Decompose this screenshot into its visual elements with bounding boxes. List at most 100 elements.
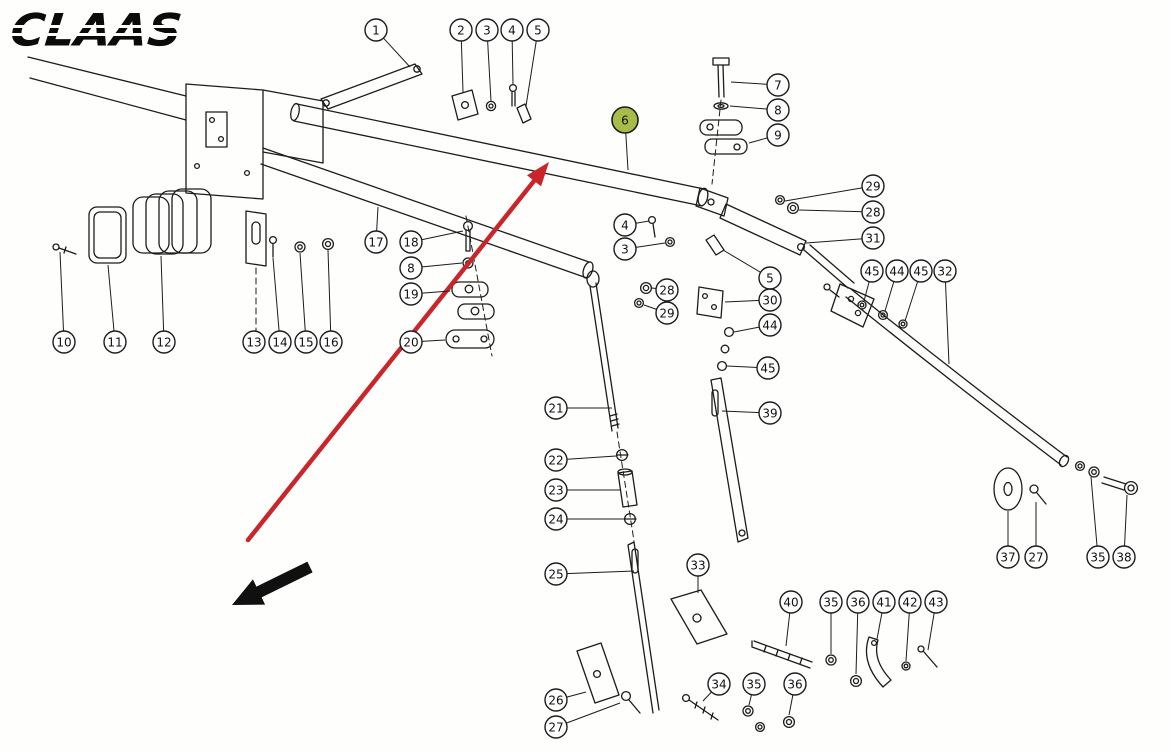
part-callout-14[interactable]: 14	[268, 257, 292, 354]
part-callout-11[interactable]: 11	[103, 264, 127, 354]
callout-number: 1	[372, 23, 380, 37]
callout-number: 28	[865, 205, 880, 219]
part-callout-4[interactable]: 4	[613, 213, 650, 237]
bottom-fasteners	[681, 693, 796, 733]
part-callout-28[interactable]: 28	[651, 278, 679, 302]
machine-line-art	[27, 56, 1139, 733]
callout-number: 27	[548, 720, 563, 734]
part-callout-45[interactable]: 45	[726, 356, 780, 380]
part-callout-1[interactable]: 1	[364, 18, 411, 68]
callout-circle	[872, 590, 896, 614]
part-callout-5[interactable]: 5	[525, 18, 550, 107]
callout-number: 35	[1090, 550, 1105, 564]
part-callout-25[interactable]: 25	[544, 562, 635, 586]
logo-stripe	[8, 25, 194, 28]
part-callout-2[interactable]: 2	[449, 18, 473, 93]
part-callout-45[interactable]: 45	[904, 259, 933, 322]
part-callout-30[interactable]: 30	[724, 288, 782, 312]
callout-circle	[613, 237, 637, 261]
callout-circle	[544, 478, 568, 502]
part-callout-9[interactable]: 9	[748, 123, 790, 147]
callout-number: 40	[783, 595, 798, 609]
callout-number: 13	[246, 335, 261, 349]
callout-number: 12	[156, 335, 171, 349]
callout-leader-line	[855, 601, 859, 675]
part-callout-38[interactable]: 38	[1112, 494, 1136, 569]
part-callout-27[interactable]: 27	[544, 702, 621, 739]
part-callout-8[interactable]: 8	[399, 256, 463, 280]
part-callout-29[interactable]: 29	[784, 174, 885, 202]
part-callout-36[interactable]: 36	[783, 672, 807, 716]
callout-circle	[885, 259, 909, 283]
part-callout-19[interactable]: 19	[399, 282, 451, 306]
part-callout-16[interactable]: 16	[319, 249, 343, 354]
part-callout-26[interactable]: 26	[544, 688, 587, 712]
part-callout-33[interactable]: 33	[686, 553, 710, 593]
part-callout-5[interactable]: 5	[722, 249, 782, 290]
part-callout-13[interactable]: 13	[242, 329, 266, 354]
part-callout-10[interactable]: 10	[52, 251, 76, 354]
part-callout-41[interactable]: 41	[872, 590, 896, 640]
part-callout-44[interactable]: 44	[733, 313, 782, 337]
part-callout-36[interactable]: 36	[846, 590, 870, 675]
callout-leader-line	[798, 209, 874, 213]
part-callout-42[interactable]: 42	[898, 590, 922, 662]
stabilizer-rod	[823, 283, 1100, 478]
part-callout-40[interactable]: 40	[779, 590, 803, 647]
part-callout-12[interactable]: 12	[152, 255, 176, 354]
part-callout-18[interactable]: 18	[399, 230, 464, 254]
part-callout-8[interactable]: 8	[729, 98, 790, 122]
part-callout-35[interactable]: 35	[742, 672, 766, 706]
callout-circle	[544, 448, 568, 472]
part-callout-22[interactable]: 22	[544, 448, 617, 472]
part-callout-7[interactable]: 7	[730, 73, 790, 97]
part-callout-29[interactable]: 29	[643, 301, 679, 325]
part-callout-31[interactable]: 31	[805, 226, 885, 250]
callout-circle	[686, 553, 710, 577]
part-callout-45[interactable]: 45	[860, 259, 884, 302]
part-callout-23[interactable]: 23	[544, 478, 620, 502]
callout-number: 2	[457, 23, 465, 37]
part-callout-34[interactable]: 34	[702, 672, 731, 702]
callout-number: 34	[711, 677, 726, 691]
callout-circle	[707, 672, 731, 696]
part-callout-39[interactable]: 39	[721, 401, 782, 425]
callout-leader-line	[486, 29, 492, 102]
callout-circle	[611, 106, 639, 134]
part-callout-37[interactable]: 37	[996, 511, 1020, 569]
part-callout-35[interactable]: 35	[1086, 476, 1110, 569]
part-callout-35[interactable]: 35	[819, 590, 843, 654]
joint-linkage	[633, 187, 855, 372]
callout-number: 32	[937, 264, 952, 278]
part-callout-27[interactable]: 27	[1024, 502, 1048, 569]
callout-circle	[544, 688, 568, 712]
callout-number: 8	[774, 103, 782, 117]
part-callout-32[interactable]: 32	[933, 259, 957, 365]
callout-circle	[544, 507, 568, 531]
callout-circle	[766, 73, 790, 97]
part-callout-20[interactable]: 20	[399, 330, 446, 354]
part-callout-28[interactable]: 28	[798, 200, 885, 224]
part-callout-3[interactable]: 3	[613, 237, 666, 261]
part-callout-4[interactable]: 4	[500, 18, 524, 85]
callout-circle	[268, 330, 292, 354]
callout-number: 36	[787, 677, 802, 691]
part-callout-43[interactable]: 43	[924, 590, 948, 651]
callout-circle	[898, 590, 922, 614]
part-callout-15[interactable]: 15	[294, 252, 318, 354]
callout-number: 39	[762, 406, 777, 420]
top-link-bar	[320, 63, 423, 110]
part-callout-24[interactable]: 24	[544, 507, 625, 531]
callout-number: 4	[621, 218, 629, 232]
part-callout-21[interactable]: 21	[544, 396, 612, 420]
callout-circle	[103, 330, 127, 354]
callout-number: 15	[298, 335, 313, 349]
part-callout-3[interactable]: 3	[475, 18, 499, 102]
part-callout-6[interactable]: 6	[611, 106, 639, 171]
callout-circle	[364, 230, 388, 254]
part-callout-44[interactable]: 44	[884, 259, 909, 312]
fastener-group	[751, 636, 938, 688]
part-callout-17[interactable]: 17	[364, 206, 388, 254]
callout-number: 42	[902, 595, 917, 609]
